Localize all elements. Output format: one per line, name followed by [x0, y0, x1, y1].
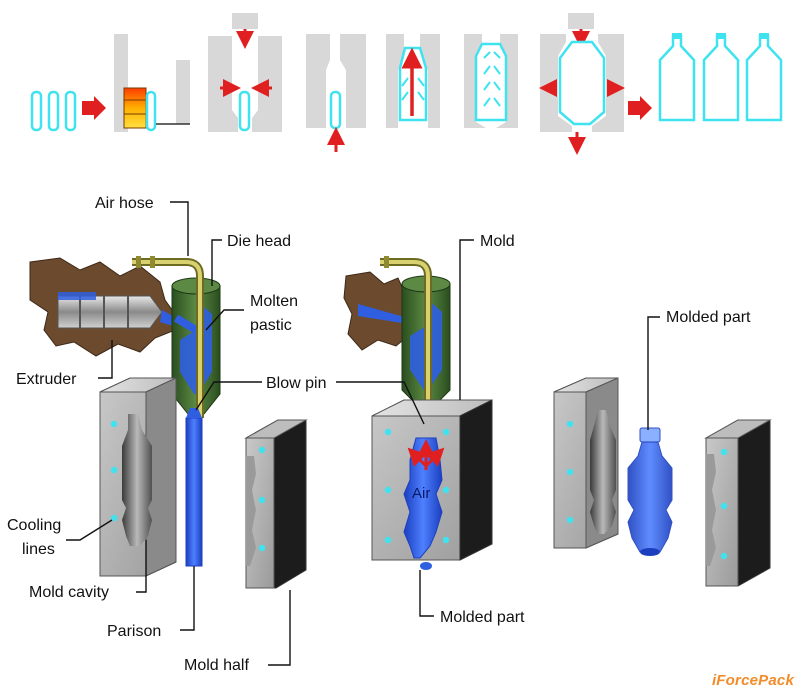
label-pastic: pastic — [250, 317, 292, 334]
extruder-assembly-center — [343, 271, 409, 351]
air-hose — [132, 256, 204, 418]
process-arrow-icon — [628, 96, 652, 120]
label-mold-cavity: Mold cavity — [29, 584, 109, 601]
label-cooling: Cooling — [7, 517, 61, 534]
label-mold: Mold — [480, 233, 515, 250]
process-strip — [30, 13, 783, 155]
heating-stage — [114, 34, 190, 132]
blow-stage — [464, 34, 518, 128]
label-mold-half: Mold half — [184, 657, 249, 674]
brand-part2: Pack — [758, 672, 794, 689]
label-parison: Parison — [107, 623, 161, 640]
label-air: Air — [412, 485, 430, 502]
mold-half-right — [244, 419, 308, 589]
stretch-stage — [386, 34, 440, 128]
labels: Air hose Die head Molten pastic Extruder… — [7, 195, 751, 674]
open-mold-left — [553, 377, 619, 549]
mold-half-left — [99, 377, 177, 577]
label-die-head: Die head — [227, 233, 291, 250]
extruder-assembly — [29, 257, 180, 357]
label-molded-part-center: Molded part — [440, 609, 525, 626]
brand-logo: iForcePack — [712, 672, 794, 689]
eject-stage — [539, 13, 625, 155]
closed-mold — [371, 399, 493, 570]
label-molded-part-right: Molded part — [666, 309, 751, 326]
process-arrow-icon — [82, 96, 106, 120]
leader-lines — [66, 201, 660, 666]
label-extruder: Extruder — [16, 371, 77, 388]
preform-in-mold-stage — [306, 34, 366, 152]
brand-part1: iForce — [711, 672, 759, 689]
open-mold-right — [704, 419, 772, 587]
finished-bottles — [658, 33, 783, 122]
label-blow-pin: Blow pin — [266, 375, 326, 392]
mold-close-stage — [208, 13, 282, 132]
parison — [185, 417, 203, 567]
preforms-stage — [30, 90, 77, 132]
air-hose-center — [380, 256, 432, 440]
label-air-hose: Air hose — [95, 195, 154, 212]
label-molten: Molten — [250, 293, 298, 310]
molded-bottle — [627, 427, 673, 556]
label-lines: lines — [22, 541, 55, 558]
